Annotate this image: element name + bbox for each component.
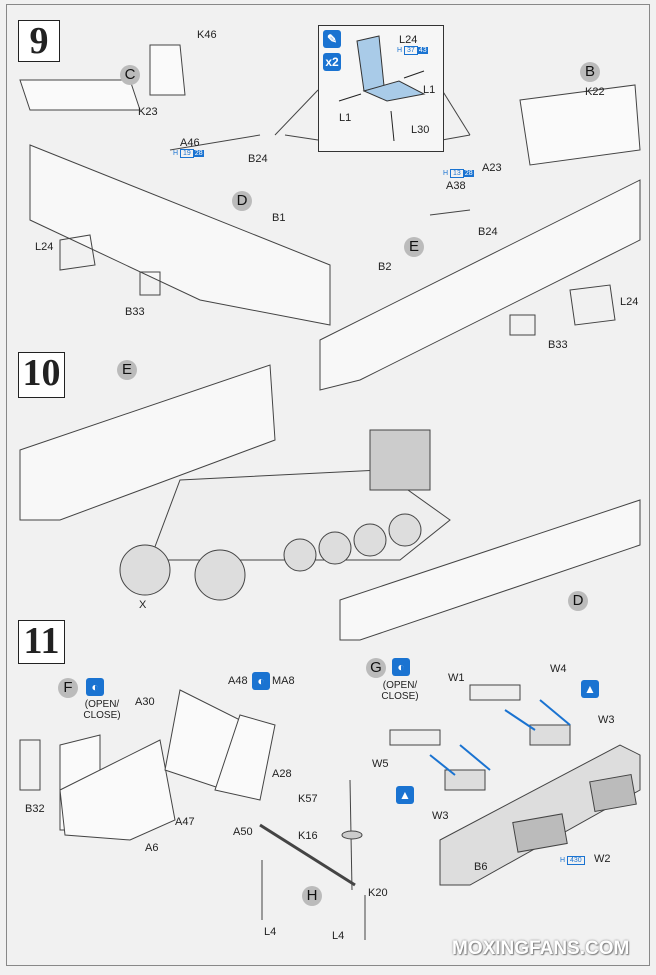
storage-box-drawing: [389, 684, 641, 886]
right-side-panel-drawing: [319, 84, 641, 391]
cement-icon: ▲: [581, 680, 599, 698]
part-label: B24: [478, 226, 498, 238]
part-label: K23: [138, 106, 158, 118]
subassembly-h: H: [302, 886, 322, 906]
part-label: L4: [332, 930, 345, 942]
part-label: A30: [135, 696, 155, 708]
part-label: A47: [175, 816, 195, 828]
paint-brush-icon: ✎: [323, 30, 341, 48]
part-label: B1: [272, 212, 286, 224]
part-label: A48: [228, 675, 248, 687]
part-label: K46: [197, 29, 217, 41]
subassembly-g: G: [366, 658, 386, 678]
step-number-9: 9: [18, 20, 60, 62]
quantity-badge: x2: [323, 53, 341, 71]
subassembly-e: E: [404, 237, 424, 257]
part-label: L4: [264, 926, 277, 938]
open-close-note: (OPEN/ CLOSE): [83, 699, 121, 721]
part-label: A28: [272, 768, 292, 780]
cement-icon: ▲: [396, 786, 414, 804]
part-label: B2: [378, 261, 392, 273]
part-label: L24: [620, 296, 639, 308]
open-close-icon: ◐: [392, 658, 410, 676]
seat-drawing: [338, 35, 426, 142]
part-label: A6: [145, 842, 159, 854]
part-label: A38: [446, 180, 466, 192]
rear-door-drawing: [19, 689, 276, 841]
open-close-icon: ◐: [86, 678, 104, 696]
part-label: W3: [598, 714, 615, 726]
subassembly-e: E: [117, 360, 137, 380]
color-callout-w2: H 430: [560, 856, 585, 865]
subassembly-d: D: [232, 191, 252, 211]
part-label: W2: [594, 853, 611, 865]
part-label: A23: [482, 162, 502, 174]
part-label: B24: [248, 153, 268, 165]
part-label: W3: [432, 810, 449, 822]
part-label: A46: [180, 137, 200, 149]
watermark: MOXINGFANS.COM: [452, 938, 630, 959]
page-frame: [6, 4, 650, 966]
part-label: K20: [368, 887, 388, 899]
part-label: W5: [372, 758, 389, 770]
step-number-10: 10: [18, 352, 65, 398]
part-label: B6: [474, 861, 488, 873]
open-close-icon: ◐: [252, 672, 270, 690]
inset-pointer-lines: [274, 89, 471, 141]
step-number-11: 11: [18, 620, 65, 664]
part-label: L30: [411, 124, 430, 136]
part-label: L1: [339, 112, 352, 124]
part-label: A50: [233, 826, 253, 838]
part-label: X: [139, 599, 147, 611]
part-label: K22: [585, 86, 605, 98]
subassembly-b: B: [580, 62, 600, 82]
part-label: B32: [25, 803, 45, 815]
part-label: L1: [423, 84, 436, 96]
part-label: W4: [550, 663, 567, 675]
part-label: K57: [298, 793, 318, 805]
part-label: W1: [448, 672, 465, 684]
part-label: B33: [548, 339, 568, 351]
part-label: B33: [125, 306, 145, 318]
part-label: K16: [298, 830, 318, 842]
subassembly-c: C: [120, 65, 140, 85]
open-close-note: (OPEN/ CLOSE): [381, 680, 419, 702]
subassembly-f: F: [58, 678, 78, 698]
subassembly-d: D: [568, 591, 588, 611]
part-label: L24: [35, 241, 54, 253]
part-label: MA8: [272, 675, 295, 687]
left-side-panel-drawing: [19, 44, 331, 326]
part-label: L24: [399, 34, 418, 46]
vehicle-drawing: [19, 364, 641, 641]
axle-drawing: [259, 779, 366, 940]
